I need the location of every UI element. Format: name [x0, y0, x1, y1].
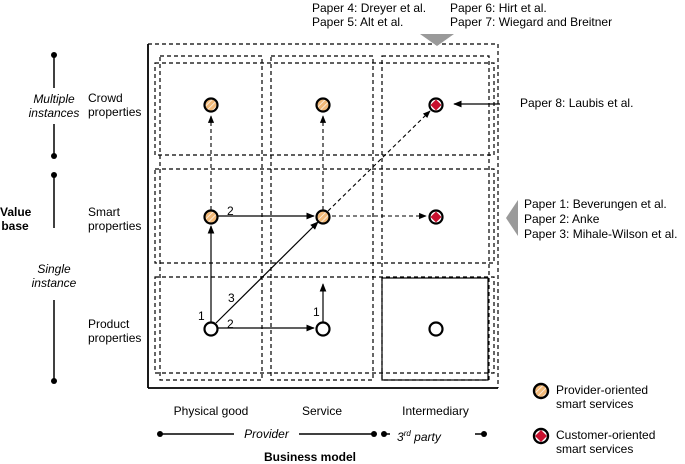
edge-label-3: 3 [228, 291, 235, 305]
paper5-label: Paper 5: Alt et al. [312, 15, 404, 29]
column-physical-good: Physical good [173, 404, 249, 418]
node-intermediary-smart [428, 209, 444, 225]
column-intermediary: Intermediary [402, 404, 469, 418]
node-intermediary-crowd [428, 97, 444, 113]
node-intermediary-product [428, 321, 444, 337]
edge-label-2a: 2 [227, 204, 234, 218]
solid-arrows [207, 100, 500, 332]
paper6-label: Paper 6: Hirt et al. [450, 1, 547, 15]
legend-customer-icon [532, 427, 550, 445]
provider-label: Provider [244, 427, 289, 441]
row-product-properties: Product properties [88, 317, 142, 345]
node-service-smart [315, 209, 331, 225]
value-base-title: Value base [0, 205, 32, 233]
column-service: Service [301, 404, 342, 418]
third-party-label: 3rd party [397, 429, 441, 444]
top-papers-marker-icon [420, 34, 454, 46]
legend-customer-label: Customer-oriented smart services [556, 428, 656, 456]
row-smart-properties: Smart properties [88, 205, 142, 233]
right-papers-marker-icon [506, 200, 518, 236]
node-physical-smart [203, 209, 219, 225]
row-boxes [154, 62, 495, 374]
legend-provider-icon [532, 382, 550, 400]
node-physical-crowd [203, 97, 219, 113]
edge-label-1a: 1 [198, 309, 205, 323]
paper3-label: Paper 3: Mihale-Wilson et al. [524, 227, 678, 241]
paper4-label: Paper 4: Dreyer et al. [312, 1, 427, 15]
customer-nodes [428, 97, 444, 225]
row-crowd-properties: Crowd properties [88, 91, 142, 119]
paper1-label: Paper 1: Beverungen et al. [524, 197, 667, 211]
provider-nodes [203, 97, 331, 225]
value-base-bracket-dots [51, 52, 57, 384]
paper2-label: Paper 2: Anke [524, 212, 600, 226]
business-model-dots [157, 431, 487, 437]
single-instance-label: Single instance [31, 262, 77, 290]
node-physical-product [203, 321, 219, 337]
edge-label-2b: 2 [227, 317, 234, 331]
business-model-title: Business model [263, 450, 357, 464]
intermediary-product-cell [381, 277, 489, 381]
product-nodes [203, 321, 444, 337]
node-service-product [315, 321, 331, 337]
multiple-instances-label: Multiple instances [28, 92, 80, 120]
legend-provider-label: Provider-oriented smart services [556, 383, 649, 411]
dashed-arrows [207, 110, 431, 220]
paper8-label: Paper 8: Laubis et al. [520, 96, 634, 110]
edge-label-1b: 1 [313, 305, 320, 319]
paper7-label: Paper 7: Wiegard and Breitner [450, 15, 613, 29]
node-service-crowd [315, 97, 331, 113]
